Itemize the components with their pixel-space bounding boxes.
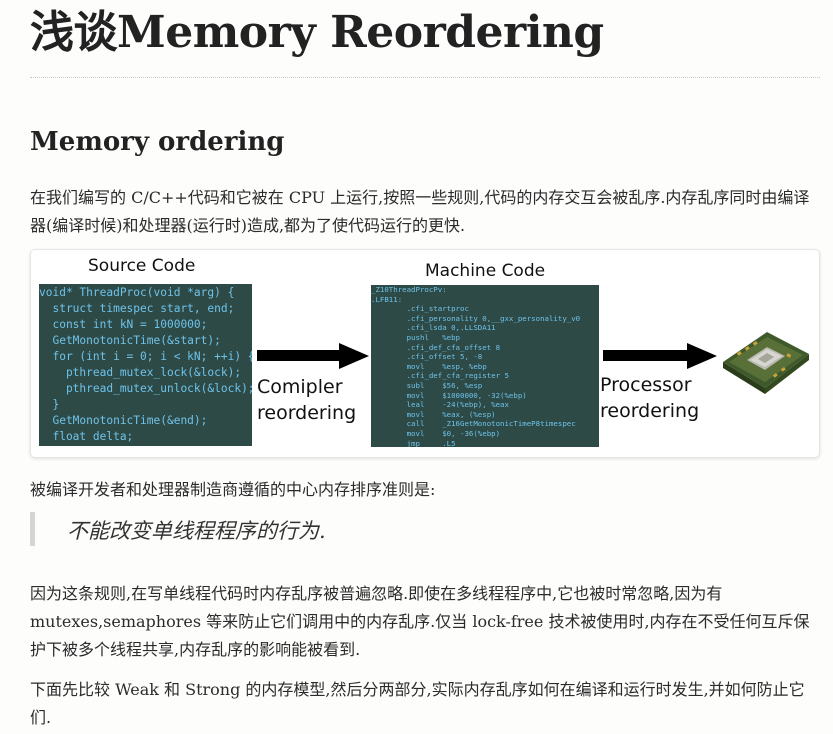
source-line: struct timespec start, end; xyxy=(39,302,235,315)
source-line: GetMonotonicTime(&end); xyxy=(39,414,208,427)
page-title: 浅谈Memory Reordering xyxy=(30,7,604,58)
source-line: } xyxy=(39,398,60,411)
source-code-label: Source Code xyxy=(88,256,196,276)
title-divider xyxy=(30,77,820,78)
section-heading: Memory ordering xyxy=(30,127,285,157)
machine-line: .cfi_personality 0,__gxx_personality_v0 xyxy=(371,313,581,323)
reordering-diagram: Source Code Machine Code void* ThreadPro… xyxy=(30,249,820,458)
machine-line: .cfi_startproc xyxy=(371,304,469,314)
machine-line: jmp .L5 xyxy=(371,438,456,448)
machine-line: movl %eax, (%esp) xyxy=(371,409,496,419)
blockquote-text: 不能改变单线程程序的行为. xyxy=(67,519,326,543)
source-line: GetMonotonicTime(&start); xyxy=(39,334,221,347)
machine-line: call _Z16GetMonotonicTimeP8timespec xyxy=(371,419,576,429)
machine-line: movl $0, -36(%ebp) xyxy=(371,428,501,438)
source-line: pthread_mutex_lock(&lock); xyxy=(39,366,242,379)
source-line: pthread_mutex_unlock(&lock); xyxy=(39,382,252,395)
source-line: float delta; xyxy=(39,430,134,443)
machine-line: .LFB11: xyxy=(371,294,403,304)
machine-line: .cfi_def_cfa_offset 8 xyxy=(371,342,501,352)
source-line: for (int i = 0; i < kN; ++i) { xyxy=(39,350,252,363)
machine-code-label: Machine Code xyxy=(425,261,546,281)
cpu-chip-icon xyxy=(723,332,809,394)
source-line: void* ThreadProc(void *arg) { xyxy=(39,286,235,299)
compiler-arrow-icon xyxy=(257,343,369,369)
machine-line: _Z10ThreadProcPv: xyxy=(371,285,447,294)
source-line: const int kN = 1000000; xyxy=(39,318,208,331)
processor-arrow-icon xyxy=(603,343,719,369)
explanation-paragraph: 因为这条规则,在写单线程代码时内存乱序被普遍忽略.即使在多线程程序中,它也被时常… xyxy=(30,584,810,659)
machine-code-block: _Z10ThreadProcPv: .LFB11: .cfi_startproc… xyxy=(371,285,599,447)
source-code-block: void* ThreadProc(void *arg) { struct tim… xyxy=(39,284,252,446)
machine-line: .cfi_lsda 0,.LLSDA11 xyxy=(371,323,496,333)
machine-line: pushl %ebp xyxy=(371,332,460,342)
rule-intro-paragraph: 被编译开发者和处理器制造商遵循的中心内存排序准则是: xyxy=(30,480,436,499)
machine-line: .cfi_def_cfa_register 5 xyxy=(371,371,509,381)
outline-paragraph: 下面先比较 Weak 和 Strong 的内存模型,然后分两部分,实际内存乱序如… xyxy=(30,680,805,727)
blockquote: 不能改变单线程程序的行为. xyxy=(30,512,815,546)
machine-line: .cfi_offset 5, -8 xyxy=(371,352,483,362)
processor-reordering-label: Processor reordering xyxy=(600,374,700,422)
machine-line: movl $1000000, -32(%ebp) xyxy=(371,390,527,400)
compiler-reordering-label: Comipler reordering xyxy=(257,376,357,424)
machine-line: leal -24(%ebp), %eax xyxy=(371,400,509,410)
machine-line: subl $56, %esp xyxy=(371,380,483,390)
machine-line: movl %esp, %ebp xyxy=(371,361,487,371)
intro-paragraph: 在我们编写的 C/C++代码和它被在 CPU 上运行,按照一些规则,代码的内存交… xyxy=(30,188,810,235)
